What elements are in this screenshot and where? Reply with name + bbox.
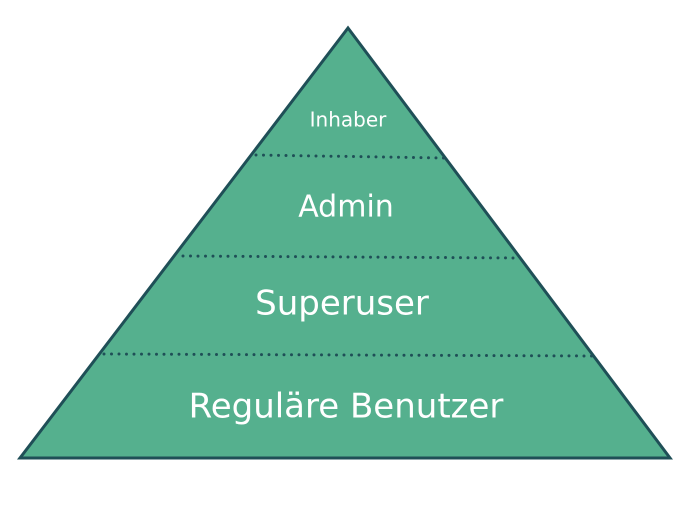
tier-divider-3 — [102, 352, 600, 358]
tier-label-regulaere-benutzer: Reguläre Benutzer — [189, 387, 504, 427]
tier-label-admin: Admin — [298, 190, 394, 225]
tier-divider-1 — [254, 153, 447, 160]
tier-label-inhaber: Inhaber — [310, 108, 388, 132]
tier-label-superuser: Superuser — [255, 284, 429, 324]
pyramid-body — [16, 25, 673, 460]
